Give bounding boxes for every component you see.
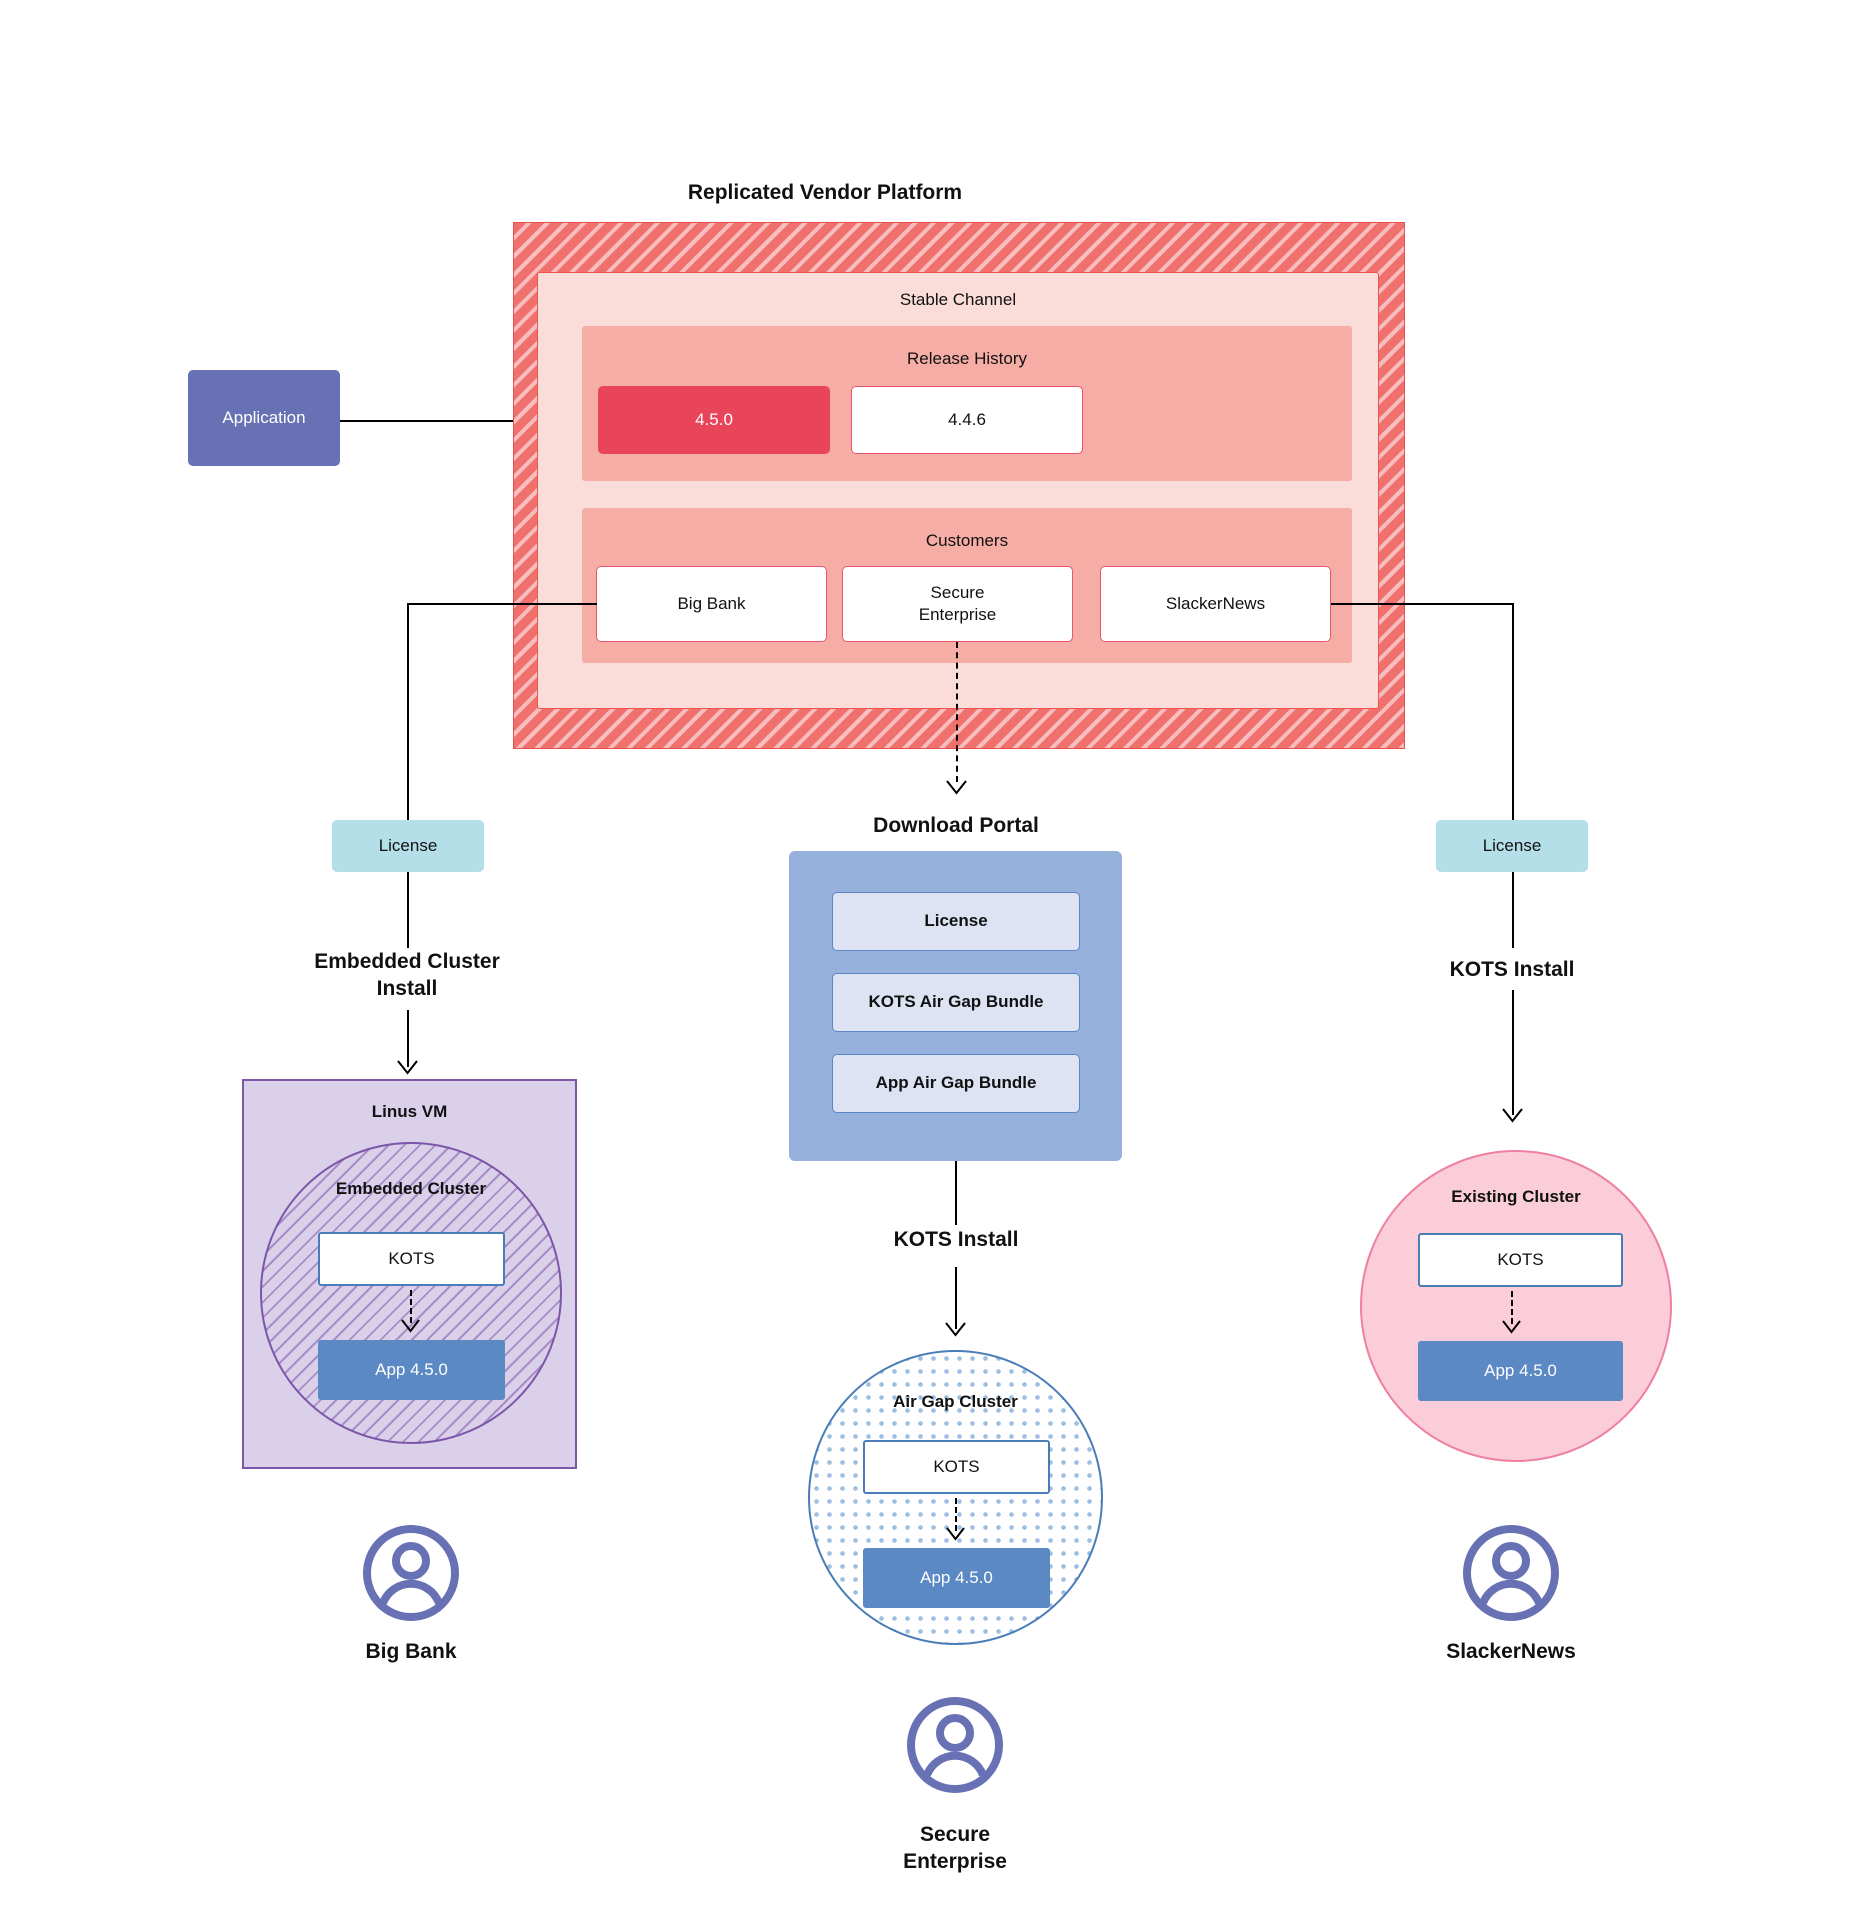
connector-airgap-kots-to-app bbox=[955, 1498, 957, 1531]
existing-cluster-app-box[interactable]: App 4.5.0 bbox=[1418, 1341, 1623, 1401]
release-chip-current[interactable]: 4.5.0 bbox=[598, 386, 830, 454]
connector-existing-kots-to-app bbox=[1511, 1291, 1513, 1324]
connector-right-license-down bbox=[1512, 872, 1514, 948]
release-history-title: Release History bbox=[907, 348, 1027, 368]
existing-cluster-kots-box[interactable]: KOTS bbox=[1418, 1233, 1623, 1287]
existing-cluster-title: Existing Cluster bbox=[1451, 1186, 1581, 1206]
air-gap-cluster-kots-box[interactable]: KOTS bbox=[863, 1440, 1050, 1494]
connector-left-license-down bbox=[407, 872, 409, 948]
customer-box-secure-enterprise[interactable]: Secure Enterprise bbox=[842, 566, 1073, 642]
install-label-kots-right: KOTS Install bbox=[1449, 958, 1575, 982]
diagram-title: Replicated Vendor Platform bbox=[687, 181, 963, 205]
install-label-embedded-cluster: Embedded Cluster Install bbox=[314, 949, 500, 1000]
customer-box-big-bank[interactable]: Big Bank bbox=[596, 566, 827, 642]
customer-box-slackernews[interactable]: SlackerNews bbox=[1100, 566, 1331, 642]
existing-cluster-circle bbox=[1360, 1150, 1672, 1462]
connector-bigbank-horizontal bbox=[407, 603, 597, 605]
connector-secure-enterprise-dashed bbox=[956, 642, 958, 782]
persona-label-big-bank: Big Bank bbox=[365, 1640, 457, 1664]
user-avatar-icon-secure-enterprise bbox=[907, 1697, 1003, 1793]
stable-channel-title: Stable Channel bbox=[899, 289, 1017, 309]
connector-slackernews-vertical bbox=[1512, 603, 1514, 821]
embedded-cluster-kots-box[interactable]: KOTS bbox=[318, 1232, 505, 1286]
connector-portal-to-airgap-upper bbox=[955, 1161, 957, 1225]
persona-label-slackernews: SlackerNews bbox=[1446, 1640, 1576, 1664]
portal-item-app-air-gap-bundle[interactable]: App Air Gap Bundle bbox=[832, 1054, 1080, 1113]
license-chip-left[interactable]: License bbox=[332, 820, 484, 872]
license-chip-right[interactable]: License bbox=[1436, 820, 1588, 872]
application-node[interactable]: Application bbox=[188, 370, 340, 466]
air-gap-cluster-app-box[interactable]: App 4.5.0 bbox=[863, 1548, 1050, 1608]
portal-item-license[interactable]: License bbox=[832, 892, 1080, 951]
connector-slackernews-horizontal bbox=[1331, 603, 1514, 605]
arrowhead-portal-to-airgap bbox=[945, 1322, 966, 1337]
linus-vm-title: Linus VM bbox=[371, 1101, 448, 1121]
arrowhead-airgap-kots-to-app bbox=[946, 1527, 965, 1541]
connector-bigbank-vertical bbox=[407, 603, 409, 821]
arrowhead-secure-enterprise-to-portal bbox=[946, 780, 967, 795]
download-portal-title: Download Portal bbox=[873, 814, 1039, 838]
connector-application-to-release bbox=[340, 420, 590, 422]
arrowhead-left-to-vm bbox=[397, 1060, 418, 1075]
portal-item-kots-air-gap-bundle[interactable]: KOTS Air Gap Bundle bbox=[832, 973, 1080, 1032]
connector-portal-to-airgap-lower bbox=[955, 1267, 957, 1329]
arrowhead-existing-kots-to-app bbox=[1502, 1320, 1521, 1334]
customers-title: Customers bbox=[925, 530, 1009, 550]
release-chip-previous[interactable]: 4.4.6 bbox=[851, 386, 1083, 454]
connector-left-to-vm bbox=[407, 1010, 409, 1067]
connector-embedded-kots-to-app bbox=[410, 1290, 412, 1323]
user-avatar-icon-slackernews bbox=[1463, 1525, 1559, 1621]
embedded-cluster-app-box[interactable]: App 4.5.0 bbox=[318, 1340, 505, 1400]
persona-label-secure-enterprise: Secure Enterprise bbox=[903, 1822, 1007, 1873]
connector-right-to-cluster bbox=[1512, 990, 1514, 1115]
arrowhead-right-to-cluster bbox=[1502, 1108, 1523, 1123]
install-label-kots-center: KOTS Install bbox=[893, 1228, 1019, 1252]
user-avatar-icon-big-bank bbox=[363, 1525, 459, 1621]
air-gap-cluster-title: Air Gap Cluster bbox=[893, 1391, 1018, 1411]
embedded-cluster-title: Embedded Cluster bbox=[335, 1178, 487, 1198]
arrowhead-embedded-kots-to-app bbox=[401, 1319, 420, 1333]
